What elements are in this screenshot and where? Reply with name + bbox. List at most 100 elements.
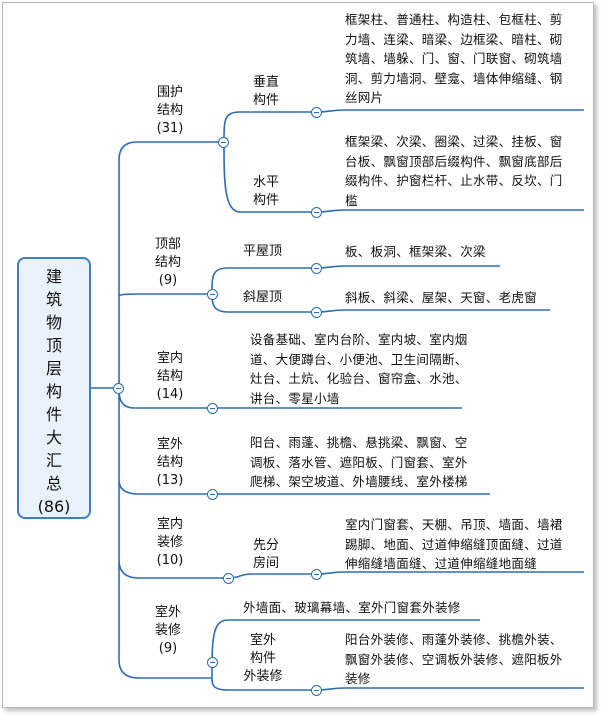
sub-rooms-line1: 先分 [252, 538, 279, 553]
leaf-vertical-line3: 筑墙、墙躲、门、窗、门联窗、砌筑墙 [345, 51, 563, 66]
collapse-b4-icon[interactable] [207, 489, 218, 500]
leaf-vertical-line5: 丝网片 [345, 90, 384, 105]
branch-b3-count: (14) [156, 387, 184, 402]
root-char: 大 [45, 428, 62, 447]
leaf-outdoor-deco-parts-line2: 飘窗外装修、空调板外装修、遮阳板外 [345, 651, 563, 667]
root-char: 顶 [45, 336, 62, 355]
sub-horizontal-line2: 构件 [252, 193, 279, 208]
sub-ext-parts-line2: 构件 [249, 651, 276, 666]
main-spine [118, 141, 462, 679]
leaf-vertical-line2: 力墙、连梁、暗梁、边框梁、暗柱、砌 [345, 31, 563, 47]
root-char: 层 [45, 359, 62, 378]
leaf-indoor-deco-line2: 踢脚、地面、过道伸缩缝顶面缝、过道 [345, 536, 563, 552]
leaf-indoor-struct-line3: 灶台、土炕、化验台、窗帘盒、水池、 [250, 371, 468, 386]
leaf-indoor-deco[interactable]: 室内门窗套、天棚、吊顶、墙面、墙裙 踢脚、地面、过道伸缩缝顶面缝、过道 伸缩缝墙… [345, 515, 563, 574]
leaf-flat-roof[interactable]: 板、板洞、框架梁、次梁 [345, 244, 486, 259]
leaf-horizontal[interactable]: 框架梁、次梁、圈梁、过梁、挂板、窗 台板、飘窗顶部后缀构件、飘窗底部后 缀构件、… [345, 132, 563, 210]
root-char: 构 [45, 382, 62, 401]
branch-b4[interactable]: 室外 结构 (13) [150, 436, 190, 490]
collapse-b1-icon[interactable] [218, 137, 229, 148]
branch-b6-line2: 装修 [154, 623, 181, 638]
root-title: 建筑物顶层构件大汇总 [46, 265, 62, 495]
leaf-outdoor-struct[interactable]: 阳台、雨蓬、挑檐、悬挑梁、飘窗、空 调板、落水管、遮阳板、门窗套、室外 爬梯、架… [250, 433, 468, 492]
leaf-indoor-struct-line2: 道、大便蹲台、小便池、卫生间隔断、 [250, 351, 468, 367]
leaf-horizontal-line1: 框架梁、次梁、圈梁、过梁、挂板、窗 [345, 134, 563, 149]
collapse-flat-roof-icon[interactable] [311, 263, 322, 274]
branch-b6-line1: 室外 [154, 605, 181, 620]
root-char: 建 [45, 267, 62, 286]
branch-b3-line2: 结构 [156, 369, 183, 384]
leaf-outdoor-struct-line1: 阳台、雨蓬、挑檐、悬挑梁、飘窗、空 [250, 435, 468, 450]
sub-rooms[interactable]: 先分 房间 [248, 537, 284, 573]
sub-rooms-line2: 房间 [252, 556, 279, 571]
root-char: 总 [45, 474, 62, 493]
collapse-vertical-icon[interactable] [311, 107, 322, 118]
branch-b4-line2: 结构 [156, 455, 183, 470]
branch-b3[interactable]: 室内 结构 (14) [150, 350, 190, 404]
root-label: 建筑物顶层构件大汇总 (86) [19, 265, 89, 519]
vertical-leaf-line [315, 109, 584, 113]
flat-roof-leaf-line [315, 265, 500, 269]
leaf-outdoor-struct-line3: 爬梯、架空坡道、外墙腰线、室外楼梯 [250, 474, 468, 489]
sub-flat-roof[interactable]: 平屋顶 [243, 244, 283, 259]
root-char: 物 [45, 313, 62, 332]
leaf-horizontal-line2: 台板、飘窗顶部后缀构件、飘窗底部后 [345, 153, 563, 169]
root-char: 件 [45, 405, 62, 424]
branch-b1[interactable]: 围护 结构 (31) [150, 84, 190, 138]
collapse-b6-icon[interactable] [207, 657, 218, 668]
sub-slope-roof[interactable]: 斜屋顶 [243, 290, 283, 305]
collapse-horizontal-icon[interactable] [311, 207, 322, 218]
branch-b5-line2: 装修 [156, 535, 183, 550]
collapse-ext-parts-icon[interactable] [311, 685, 322, 696]
branch-b1-line1: 围护 [156, 85, 183, 100]
collapse-b5-icon[interactable] [223, 573, 234, 584]
branch-b2[interactable]: 顶部 结构 (9) [148, 236, 188, 290]
leaf-indoor-struct[interactable]: 设备基础、室内台阶、室内坡、室内烟 道、大便蹲台、小便池、卫生间隔断、 灶台、土… [250, 330, 468, 408]
collapse-b3-icon[interactable] [207, 403, 218, 414]
leaf-indoor-struct-line1: 设备基础、室内台阶、室内坡、室内烟 [250, 332, 468, 347]
leaf-vertical-line4: 洞、剪力墙洞、壁龛、墙体伸缩缝、钢 [345, 70, 563, 86]
sub-ext-parts[interactable]: 室外 构件 外装修 [238, 632, 288, 686]
leaf-outdoor-deco-parts[interactable]: 阳台外装修、雨蓬外装修、挑檐外装、 飘窗外装修、空调板外装修、遮阳板外 装修 [345, 630, 563, 689]
branch-b5[interactable]: 室内 装修 (10) [150, 516, 190, 570]
leaf-vertical[interactable]: 框架柱、普通柱、构造柱、包框柱、剪 力墙、连梁、暗梁、边框梁、暗柱、砌 筑墙、墙… [345, 10, 563, 108]
leaf-outdoor-deco-direct[interactable]: 外墙面、玻璃幕墙、室外门窗套外装修 [243, 600, 461, 615]
root-char: 筑 [45, 290, 62, 309]
horizontal-leaf-line [315, 209, 584, 213]
sub-vertical-line2: 构件 [252, 93, 279, 108]
branch-b1-line2: 结构 [156, 103, 183, 118]
b5-split [227, 573, 316, 579]
branch-b2-count: (9) [158, 273, 178, 288]
branch-b1-count: (31) [156, 121, 184, 136]
sub-ext-parts-line1: 室外 [249, 633, 276, 648]
branch-b4-count: (13) [156, 473, 184, 488]
leaf-slope-roof[interactable]: 斜板、斜梁、屋架、天窗、老虎窗 [345, 290, 538, 305]
sub-vertical[interactable]: 垂直 构件 [248, 74, 284, 110]
collapse-b2-icon[interactable] [207, 289, 218, 300]
collapse-root-icon[interactable] [113, 383, 124, 394]
branch-b3-line1: 室内 [156, 351, 183, 366]
root-char: 汇 [45, 451, 62, 470]
branch-b2-line2: 结构 [154, 255, 181, 270]
branch-b6[interactable]: 室外 装修 (9) [148, 604, 188, 658]
branch-b2-line1: 顶部 [154, 237, 181, 252]
sub-vertical-line1: 垂直 [252, 75, 279, 90]
leaf-indoor-struct-line4: 讲台、零星小墙 [250, 390, 340, 406]
branch-b5-line1: 室内 [156, 517, 183, 532]
collapse-slope-roof-icon[interactable] [311, 307, 322, 318]
diagram-frame [2, 2, 594, 708]
leaf-outdoor-deco-parts-line1: 阳台外装修、雨蓬外装修、挑檐外装、 [345, 632, 563, 647]
sub-horizontal-line1: 水平 [252, 175, 279, 190]
slope-roof-leaf-line [315, 309, 550, 313]
collapse-rooms-icon[interactable] [311, 569, 322, 580]
root-node[interactable]: 建筑物顶层构件大汇总 (86) [17, 257, 91, 519]
b1-split [223, 111, 316, 213]
sub-ext-parts-line3: 外装修 [243, 669, 283, 684]
root-count: (86) [37, 497, 71, 516]
leaf-indoor-deco-line1: 室内门窗套、天棚、吊顶、墙面、墙裙 [345, 517, 563, 532]
branch-b6-count: (9) [158, 641, 178, 656]
leaf-outdoor-struct-line2: 调板、落水管、遮阳板、门窗套、室外 [250, 454, 468, 470]
leaf-horizontal-line4: 槛 [345, 192, 358, 208]
sub-horizontal[interactable]: 水平 构件 [248, 174, 284, 210]
branch-b5-count: (10) [156, 553, 184, 568]
